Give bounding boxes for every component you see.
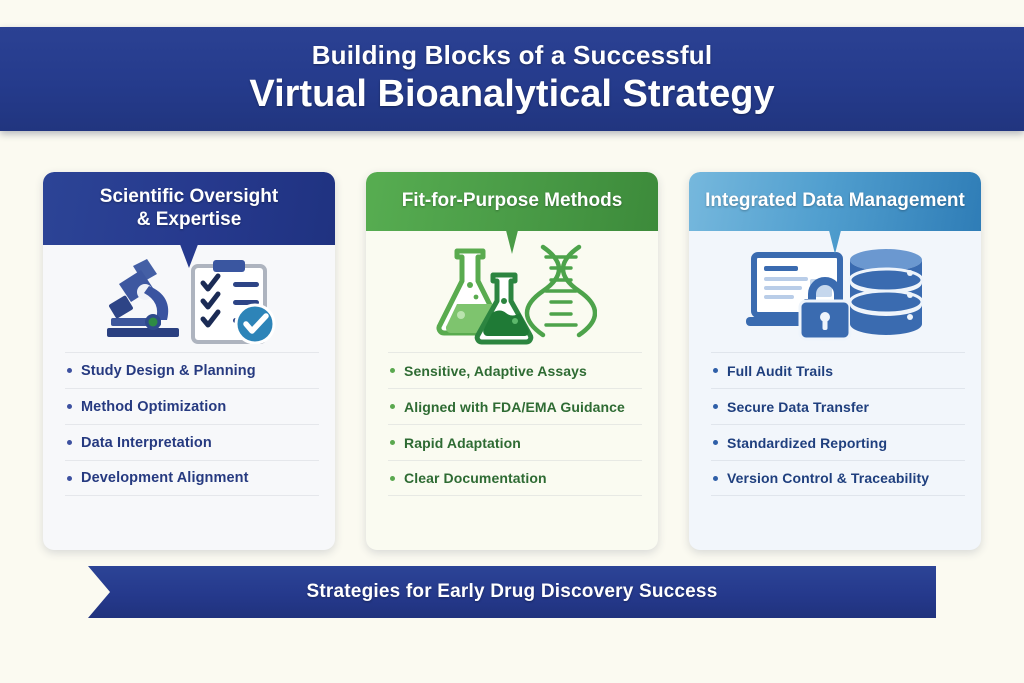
list-item[interactable]: Clear Documentation: [388, 460, 642, 496]
card-1-icon-area: [43, 244, 335, 350]
list-item-label: Version Control & Traceability: [727, 470, 930, 486]
list-item-label: Method Optimization: [81, 398, 227, 415]
cards-row: Scientific Oversight & Expertise: [43, 172, 981, 550]
bullet-icon: [390, 404, 395, 409]
list-item-label: Sensitive, Adaptive Assays: [404, 362, 587, 379]
list-item-label: Rapid Adaptation: [404, 434, 521, 451]
check-badge-icon: [234, 303, 276, 344]
flask-filled-icon: [474, 272, 534, 345]
card-1-title-line1: Scientific Oversight: [99, 185, 279, 207]
card-3-banner: Integrated Data Management: [689, 172, 981, 254]
bullet-icon: [67, 440, 72, 445]
card-1-banner: Scientific Oversight & Expertise: [43, 172, 335, 268]
dna-helix-icon: [524, 244, 597, 338]
list-item-label: Secure Data Transfer: [727, 398, 870, 415]
bullet-icon: [67, 404, 72, 409]
list-item-label: Clear Documentation: [404, 470, 547, 486]
bullet-icon: [713, 440, 718, 445]
card-2-icon-area: [366, 230, 658, 350]
microscope-clipboard-icon-group: [107, 259, 276, 344]
header-subtitle: Building Blocks of a Successful: [311, 40, 713, 71]
card-3-title: Integrated Data Management: [705, 190, 965, 212]
list-item[interactable]: Full Audit Trails: [711, 352, 965, 388]
list-item[interactable]: Development Alignment: [65, 460, 319, 496]
bullet-icon: [67, 475, 72, 481]
list-item[interactable]: Version Control & Traceability: [711, 460, 965, 496]
list-item-label: Standardized Reporting: [727, 434, 888, 451]
microscope-icon: [107, 259, 179, 337]
list-item[interactable]: Secure Data Transfer: [711, 388, 965, 424]
list-item-label: Data Interpretation: [81, 434, 212, 451]
database-icon: [848, 249, 924, 335]
bullet-icon: [390, 368, 395, 373]
card-3-icon-area: [689, 230, 981, 350]
bullet-icon: [390, 475, 395, 481]
list-item[interactable]: Sensitive, Adaptive Assays: [388, 352, 642, 388]
bullet-icon: [67, 368, 72, 373]
card-2-list: Sensitive, Adaptive Assays Aligned with …: [366, 352, 658, 550]
card-1-title: Scientific Oversight & Expertise: [100, 185, 278, 231]
list-item[interactable]: Standardized Reporting: [711, 424, 965, 460]
bullet-icon: [713, 404, 718, 409]
bullet-icon: [713, 475, 718, 481]
card-2-title: Fit-for-Purpose Methods: [401, 190, 623, 212]
list-item-label: Full Audit Trails: [727, 362, 834, 379]
list-item-label: Aligned with FDA/EMA Guidance: [404, 398, 625, 415]
lock-icon: [798, 277, 852, 341]
footer-ribbon-label: Strategies for Early Drug Discovery Succ…: [306, 581, 718, 602]
card-integrated-data-management[interactable]: Integrated Data Management: [689, 172, 981, 550]
footer-ribbon-shape: [88, 566, 936, 618]
list-item[interactable]: Method Optimization: [65, 388, 319, 424]
list-item-label: Study Design & Planning: [81, 362, 256, 379]
card-fit-for-purpose-methods[interactable]: Fit-for-Purpose Methods: [366, 172, 658, 550]
list-item[interactable]: Data Interpretation: [65, 424, 319, 460]
card-3-list: Full Audit Trails Secure Data Transfer S…: [689, 352, 981, 550]
laptop-lock-database-icon-group: [746, 249, 924, 341]
flasks-dna-icon-group: [436, 244, 597, 345]
card-scientific-oversight[interactable]: Scientific Oversight & Expertise: [43, 172, 335, 550]
bullet-icon: [713, 368, 718, 373]
card-2-banner: Fit-for-Purpose Methods: [366, 172, 658, 254]
list-item-label: Development Alignment: [81, 470, 249, 486]
header-banner: Building Blocks of a Successful Virtual …: [0, 27, 1024, 131]
page-title: Virtual Bioanalytical Strategy: [249, 72, 775, 115]
list-item[interactable]: Aligned with FDA/EMA Guidance: [388, 388, 642, 424]
card-1-list: Study Design & Planning Method Optimizat…: [43, 352, 335, 550]
list-item[interactable]: Study Design & Planning: [65, 352, 319, 388]
card-1-title-line2: & Expertise: [136, 209, 242, 230]
list-item[interactable]: Rapid Adaptation: [388, 424, 642, 460]
bullet-icon: [390, 440, 395, 445]
footer-ribbon: Strategies for Early Drug Discovery Succ…: [88, 566, 936, 618]
